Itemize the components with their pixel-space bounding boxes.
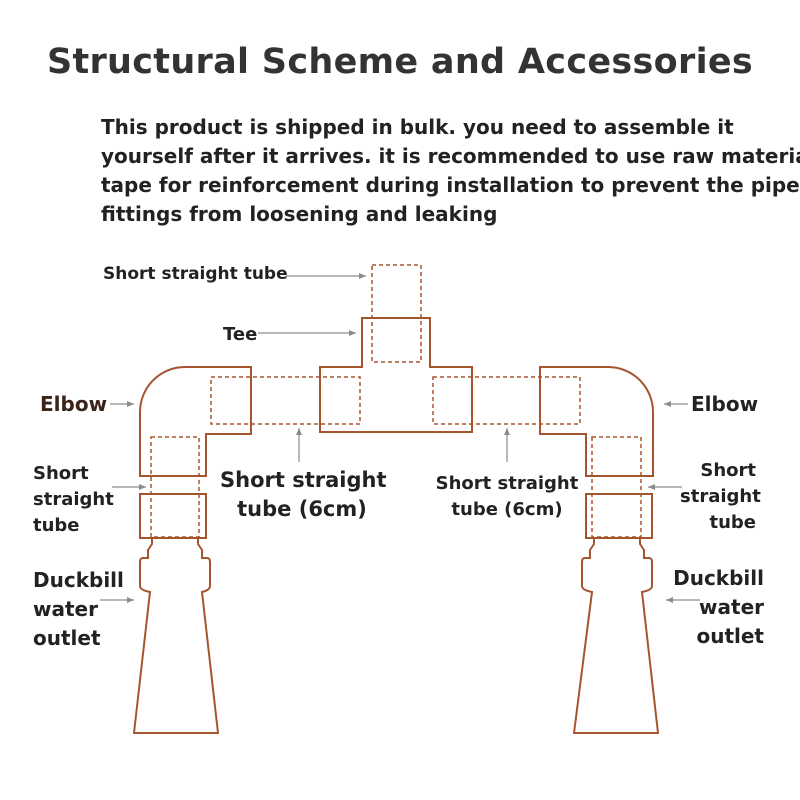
- label-mid-tube-left: Short straight tube (6cm): [220, 468, 387, 521]
- description-line: This product is shipped in bulk. you nee…: [101, 115, 734, 139]
- left-duckbill-outlet: [132, 538, 220, 734]
- right-duckbill-outlet: [572, 538, 660, 734]
- left-mid-tube-hidden: [210, 376, 361, 425]
- callout-arrows: [100, 273, 700, 603]
- right-elbow-fitting: [539, 366, 654, 477]
- label-top-short-tube: Short straight tube: [103, 264, 288, 284]
- right-vertical-tube-hidden: [591, 436, 642, 538]
- label-duckbill-left: Duckbill water outlet: [33, 568, 124, 650]
- label-mid-tube-right: Short straight tube (6cm): [435, 473, 579, 520]
- left-elbow-fitting: [139, 366, 252, 477]
- label-elbow-right: Elbow: [691, 392, 759, 416]
- label-duckbill-right: Duckbill water outlet: [673, 566, 764, 648]
- right-mid-tube-hidden: [432, 376, 581, 425]
- description-line: tape for reinforcement during installati…: [101, 173, 800, 197]
- left-vertical-tube-hidden: [150, 436, 200, 538]
- label-elbow-left: Elbow: [40, 392, 108, 416]
- label-short-tube-right: Short straight tube: [680, 460, 761, 533]
- label-tee: Tee: [223, 324, 258, 345]
- description-line: fittings from loosening and leaking: [101, 202, 498, 226]
- description: This product is shipped in bulk. you nee…: [101, 113, 800, 229]
- left-coupling: [139, 493, 207, 539]
- right-coupling: [585, 493, 653, 539]
- tee-fitting: [319, 317, 473, 433]
- top-short-tube-hidden: [371, 264, 422, 363]
- description-line: yourself after it arrives. it is recomme…: [101, 144, 800, 168]
- page-title: Structural Scheme and Accessories: [46, 42, 754, 82]
- label-short-tube-left: Short straight tube: [33, 463, 114, 536]
- hidden-parts: [150, 264, 642, 538]
- pipe-outlines: [132, 317, 660, 734]
